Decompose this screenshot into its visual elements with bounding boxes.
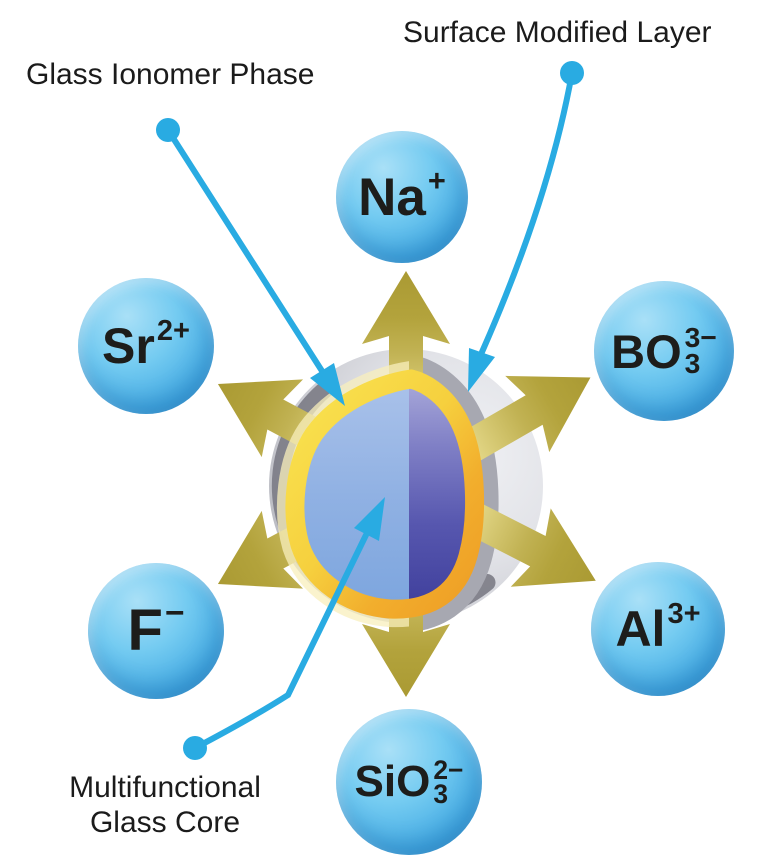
label-glass-ionomer-phase: Glass Ionomer Phase [26, 58, 315, 91]
pointer-dot-glass-ionomer-phase [156, 118, 180, 142]
label-multifunctional-line1: Multifunctional [69, 771, 261, 804]
label-surface-modified-layer: Surface Modified Layer [403, 16, 712, 49]
label-multifunctional-glass-core: Multifunctional Glass Core [40, 770, 290, 840]
ion-sup: 2+ [156, 315, 190, 347]
ion-label-sodium: Na+ [358, 166, 446, 227]
ion-main: BO [611, 324, 682, 378]
ion-sup: 3+ [667, 598, 701, 630]
pointer-dot-surface-modified-layer [560, 61, 584, 85]
ion-main: Na [358, 167, 426, 227]
pointer-line-surface-modified-layer [479, 70, 575, 355]
ion-sphere-sodium: Na+ [336, 131, 468, 263]
pointer-line-glass-ionomer-phase [165, 127, 325, 374]
ion-label-fluoride: F− [127, 597, 184, 663]
ion-sup: 2− [433, 754, 464, 785]
pointer-dot-multifunctional-glass-core [183, 736, 207, 760]
ion-sup: + [427, 163, 446, 199]
ion-main: F [127, 598, 163, 663]
ion-scripts: 3−3 [684, 321, 717, 379]
ion-sphere-fluoride: F− [88, 563, 224, 699]
ion-main: Sr [102, 318, 155, 374]
ion-sub: 3 [684, 347, 701, 379]
ion-sub: 3 [433, 779, 449, 809]
pointer-line-multifunctional-glass-core [192, 532, 369, 751]
ion-sup: 3− [684, 321, 717, 354]
ion-scripts: 2−3 [433, 754, 464, 809]
ion-sup: − [164, 595, 185, 633]
ion-main: Al [615, 601, 666, 657]
pointer-arrowhead-multifunctional-glass-core [354, 497, 385, 541]
ion-main: SiO [354, 757, 431, 806]
label-multifunctional-line2: Glass Core [89, 806, 241, 839]
pointer-arrowhead-surface-modified-layer [468, 348, 495, 392]
pointer-arrowhead-glass-ionomer-phase [310, 363, 345, 406]
